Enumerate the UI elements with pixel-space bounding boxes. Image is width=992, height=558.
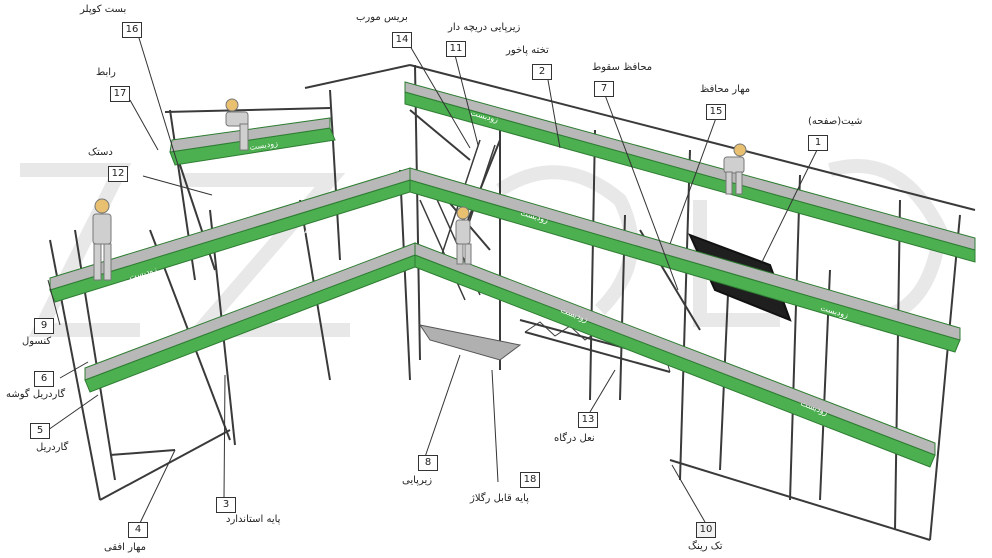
- callout-number-11: 11: [446, 41, 466, 57]
- callout-number-6: 6: [34, 371, 54, 387]
- worker-figure: [225, 98, 249, 151]
- callout-number-10: 10: [696, 522, 716, 538]
- callout-number-17: 17: [110, 86, 130, 102]
- callout-label-9: کنسول: [22, 336, 52, 347]
- callout-number-8: 8: [418, 455, 438, 471]
- callout-number-7: 7: [594, 81, 614, 97]
- callout-number-12: 12: [108, 166, 128, 182]
- platforms: [49, 81, 976, 468]
- callout-label-11: زیرپایی دریچه دار: [448, 22, 521, 33]
- callout-number-16: 16: [122, 22, 142, 38]
- callout-number-2: 2: [532, 64, 552, 80]
- worker-figure: [455, 206, 472, 265]
- worker-figure: [723, 143, 747, 195]
- callout-number-1: 1: [808, 135, 828, 151]
- callout-label-18: پایه قابل رگلاژ: [470, 493, 529, 504]
- callout-number-9: 9: [34, 318, 54, 334]
- callout-number-14: 14: [392, 32, 412, 48]
- callout-number-4: 4: [128, 522, 148, 538]
- callout-label-14: بریس مورب: [356, 12, 408, 23]
- callout-label-7: محافظ سقوط: [592, 62, 653, 73]
- worker-figure: [92, 198, 112, 281]
- callout-label-12: دستک: [88, 147, 113, 158]
- callout-label-4: مهار افقی: [104, 542, 146, 553]
- callout-number-5: 5: [30, 423, 50, 439]
- workers: [92, 98, 747, 281]
- platform-text: زودبست: [739, 205, 769, 221]
- callout-number-13: 13: [578, 412, 598, 428]
- callout-label-5: گاردریل: [36, 442, 69, 453]
- callout-label-8: زیرپایی: [402, 475, 433, 486]
- callout-number-15: 15: [706, 104, 726, 120]
- callout-label-1: شیت(صفحه): [808, 116, 863, 127]
- callout-label-10: تک رینگ: [688, 541, 723, 552]
- callout-number-18: 18: [520, 472, 540, 488]
- callout-label-2: تخته پاخور: [506, 45, 549, 56]
- callout-label-3: پایه استاندارد: [226, 514, 281, 525]
- callout-number-3: 3: [216, 497, 236, 513]
- platform-text: زودبست: [249, 139, 279, 152]
- callout-label-13: نعل درگاه: [554, 433, 595, 444]
- leader-lines: [47, 37, 818, 524]
- callout-label-17: رابط: [96, 67, 116, 78]
- callout-label-15: مهار محافظ: [700, 84, 751, 95]
- callout-label-16: بست کوپلر: [80, 4, 127, 15]
- callout-label-6: گاردریل گوشه: [6, 389, 66, 400]
